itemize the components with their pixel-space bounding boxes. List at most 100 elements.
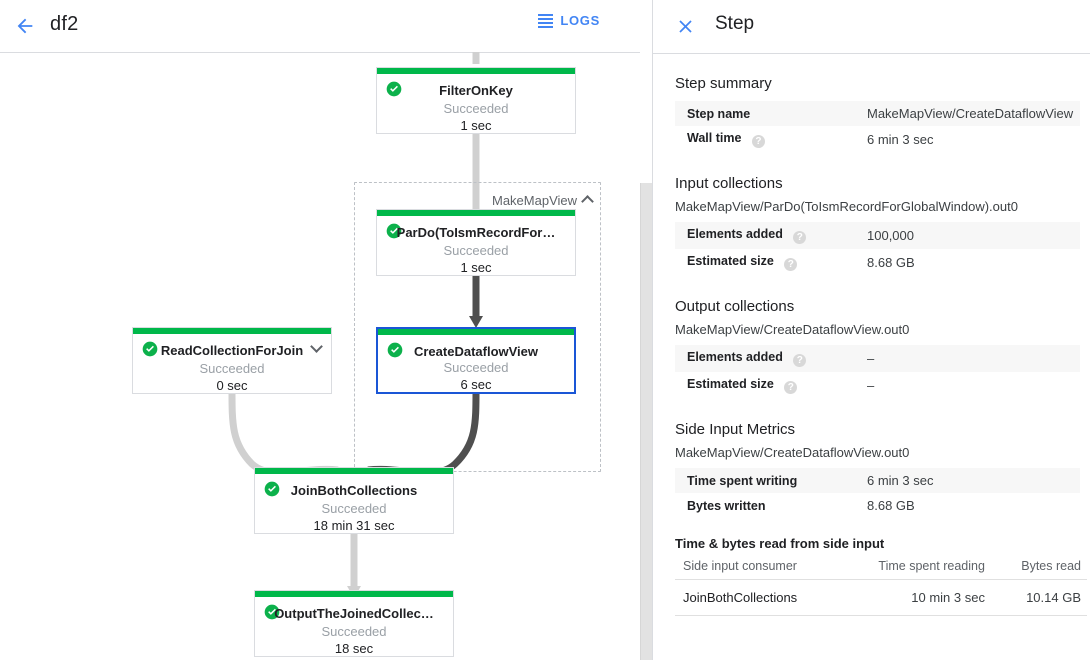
help-icon[interactable]: ? [784, 381, 798, 394]
node-body: CreateDataflowView Succeeded 6 sec [378, 335, 574, 392]
node-status: Succeeded [199, 361, 265, 376]
group-box-makemapview[interactable] [354, 182, 601, 472]
node-status-bar [255, 468, 453, 474]
row-value: MakeMapView/CreateDataflowView [867, 106, 1074, 121]
chevron-up-icon[interactable] [583, 195, 594, 206]
table-header-row: Side input consumer Time spent reading B… [675, 557, 1087, 580]
node-duration: 0 sec [216, 378, 248, 393]
node-status-bar [255, 591, 453, 597]
table-row: JoinBothCollections 10 min 3 sec 10.14 G… [675, 579, 1087, 616]
row-value: 8.68 GB [867, 498, 915, 513]
output-collections-table: Elements added ? – Estimated size ? – [675, 345, 1080, 399]
check-circle-icon [142, 341, 158, 357]
node-duration: 1 sec [460, 118, 492, 133]
row-key: Elements added [687, 350, 783, 364]
node-title: ReadCollectionForJoin [160, 343, 304, 358]
row-key: Time spent writing [687, 473, 798, 488]
node-status: Succeeded [443, 360, 509, 375]
row-value: 8.68 GB [867, 255, 915, 270]
row-value: 100,000 [867, 228, 914, 243]
node-status-bar [133, 328, 331, 334]
table-row: Bytes written 8.68 GB [675, 493, 1080, 518]
graph-node-read-collection-for-join[interactable]: ReadCollectionForJoin Succeeded 0 sec [132, 327, 332, 394]
node-duration: 18 sec [334, 641, 374, 656]
row-key: Bytes written [687, 498, 766, 513]
node-title: CreateDataflowView [413, 344, 539, 357]
table-row: Elements added ? – [675, 345, 1080, 372]
input-collection-name: MakeMapView/ParDo(ToIsmRecordForGlobalWi… [675, 199, 1018, 214]
graph-node-output-the-joined-collec[interactable]: OutputTheJoinedCollec… Succeeded 18 sec [254, 590, 454, 657]
check-circle-icon [387, 342, 403, 358]
help-icon[interactable]: ? [784, 258, 798, 271]
side-input-collection-name: MakeMapView/CreateDataflowView.out0 [675, 445, 910, 460]
logs-button[interactable]: LOGS [538, 13, 600, 28]
table-row: Estimated size ? 8.68 GB [675, 249, 1080, 276]
row-key: Step name [687, 106, 751, 121]
cell-bytes-read: 10.14 GB [990, 579, 1087, 616]
node-duration: 1 sec [460, 260, 492, 275]
output-collection-name: MakeMapView/CreateDataflowView.out0 [675, 322, 910, 337]
page-title: df2 [50, 13, 79, 35]
side-input-metrics-table: Time spent writing 6 min 3 sec Bytes wri… [675, 468, 1080, 518]
row-value: 6 min 3 sec [867, 132, 934, 147]
help-icon[interactable]: ? [793, 354, 807, 367]
node-status: Succeeded [443, 101, 509, 116]
close-icon[interactable] [669, 10, 701, 42]
details-body[interactable]: Step summary Step name MakeMapView/Creat… [653, 53, 1090, 660]
cell-consumer: JoinBothCollections [675, 579, 835, 616]
node-duration: 6 sec [460, 377, 492, 392]
node-body: ReadCollectionForJoin Succeeded 0 sec [133, 334, 331, 393]
column-header-consumer: Side input consumer [675, 557, 835, 580]
section-heading-time-bytes-read: Time & bytes read from side input [675, 536, 885, 551]
group-label-makemapview[interactable]: MakeMapView [492, 193, 594, 208]
node-status: Succeeded [321, 624, 387, 639]
check-circle-icon [264, 604, 280, 620]
cell-time-spent-reading: 10 min 3 sec [834, 579, 991, 616]
node-body: ParDo(ToIsmRecordFor… Succeeded 1 sec [377, 216, 575, 275]
node-title: JoinBothCollections [290, 483, 418, 498]
row-key: Wall time [687, 131, 742, 145]
node-body: OutputTheJoinedCollec… Succeeded 18 sec [255, 597, 453, 656]
column-header-time-spent-reading: Time spent reading [834, 557, 991, 580]
row-value: – [867, 378, 875, 393]
graph-node-create-dataflow-view[interactable]: CreateDataflowView Succeeded 6 sec [376, 327, 576, 394]
check-circle-icon [386, 81, 402, 97]
row-value: 6 min 3 sec [867, 473, 934, 488]
graph-toolbar: df2 LOGS [0, 0, 652, 53]
section-heading-side-input-metrics: Side Input Metrics [675, 421, 796, 438]
help-icon[interactable]: ? [793, 231, 807, 244]
node-title: OutputTheJoinedCollec… [274, 606, 434, 621]
row-key: Elements added [687, 227, 783, 241]
graph-node-filter-on-key[interactable]: FilterOnKey Succeeded 1 sec [376, 67, 576, 134]
node-status: Succeeded [443, 243, 509, 258]
table-row: Wall time ? 6 min 3 sec [675, 126, 1080, 153]
node-status-bar [378, 329, 574, 335]
section-heading-input-collections: Input collections [675, 175, 783, 192]
back-arrow-icon[interactable] [8, 9, 42, 43]
table-row: Step name MakeMapView/CreateDataflowView [675, 101, 1080, 126]
logs-hamburger-icon [538, 14, 554, 28]
job-graph-canvas[interactable]: MakeMapView FilterOnKey Succeeded 1 sec [0, 52, 652, 660]
row-key: Estimated size [687, 377, 774, 391]
job-graph-pane: df2 LOGS [0, 0, 652, 660]
graph-node-join-both-collections[interactable]: JoinBothCollections Succeeded 18 min 31 … [254, 467, 454, 534]
graph-node-pardo-toismrecordfor[interactable]: ParDo(ToIsmRecordFor… Succeeded 1 sec [376, 209, 576, 276]
node-status-bar [377, 68, 575, 74]
step-details-pane: Step Step summary Step name MakeMapView/… [653, 0, 1090, 660]
group-label-text: MakeMapView [492, 193, 578, 208]
step-summary-table: Step name MakeMapView/CreateDataflowView… [675, 101, 1080, 153]
help-icon[interactable]: ? [751, 135, 765, 148]
node-status-bar [377, 210, 575, 216]
table-row: Time spent writing 6 min 3 sec [675, 468, 1080, 493]
row-value: – [867, 351, 875, 366]
details-panel-title: Step [715, 13, 755, 34]
section-heading-step-summary: Step summary [675, 75, 772, 92]
table-row: Estimated size ? – [675, 372, 1080, 399]
graph-scrollbar-thumb[interactable] [640, 183, 652, 660]
node-title: ParDo(ToIsmRecordFor… [396, 225, 556, 240]
side-input-consumers-table: Side input consumer Time spent reading B… [675, 557, 1087, 616]
node-body: JoinBothCollections Succeeded 18 min 31 … [255, 474, 453, 533]
input-collections-table: Elements added ? 100,000 Estimated size … [675, 222, 1080, 276]
check-circle-icon [386, 223, 402, 239]
